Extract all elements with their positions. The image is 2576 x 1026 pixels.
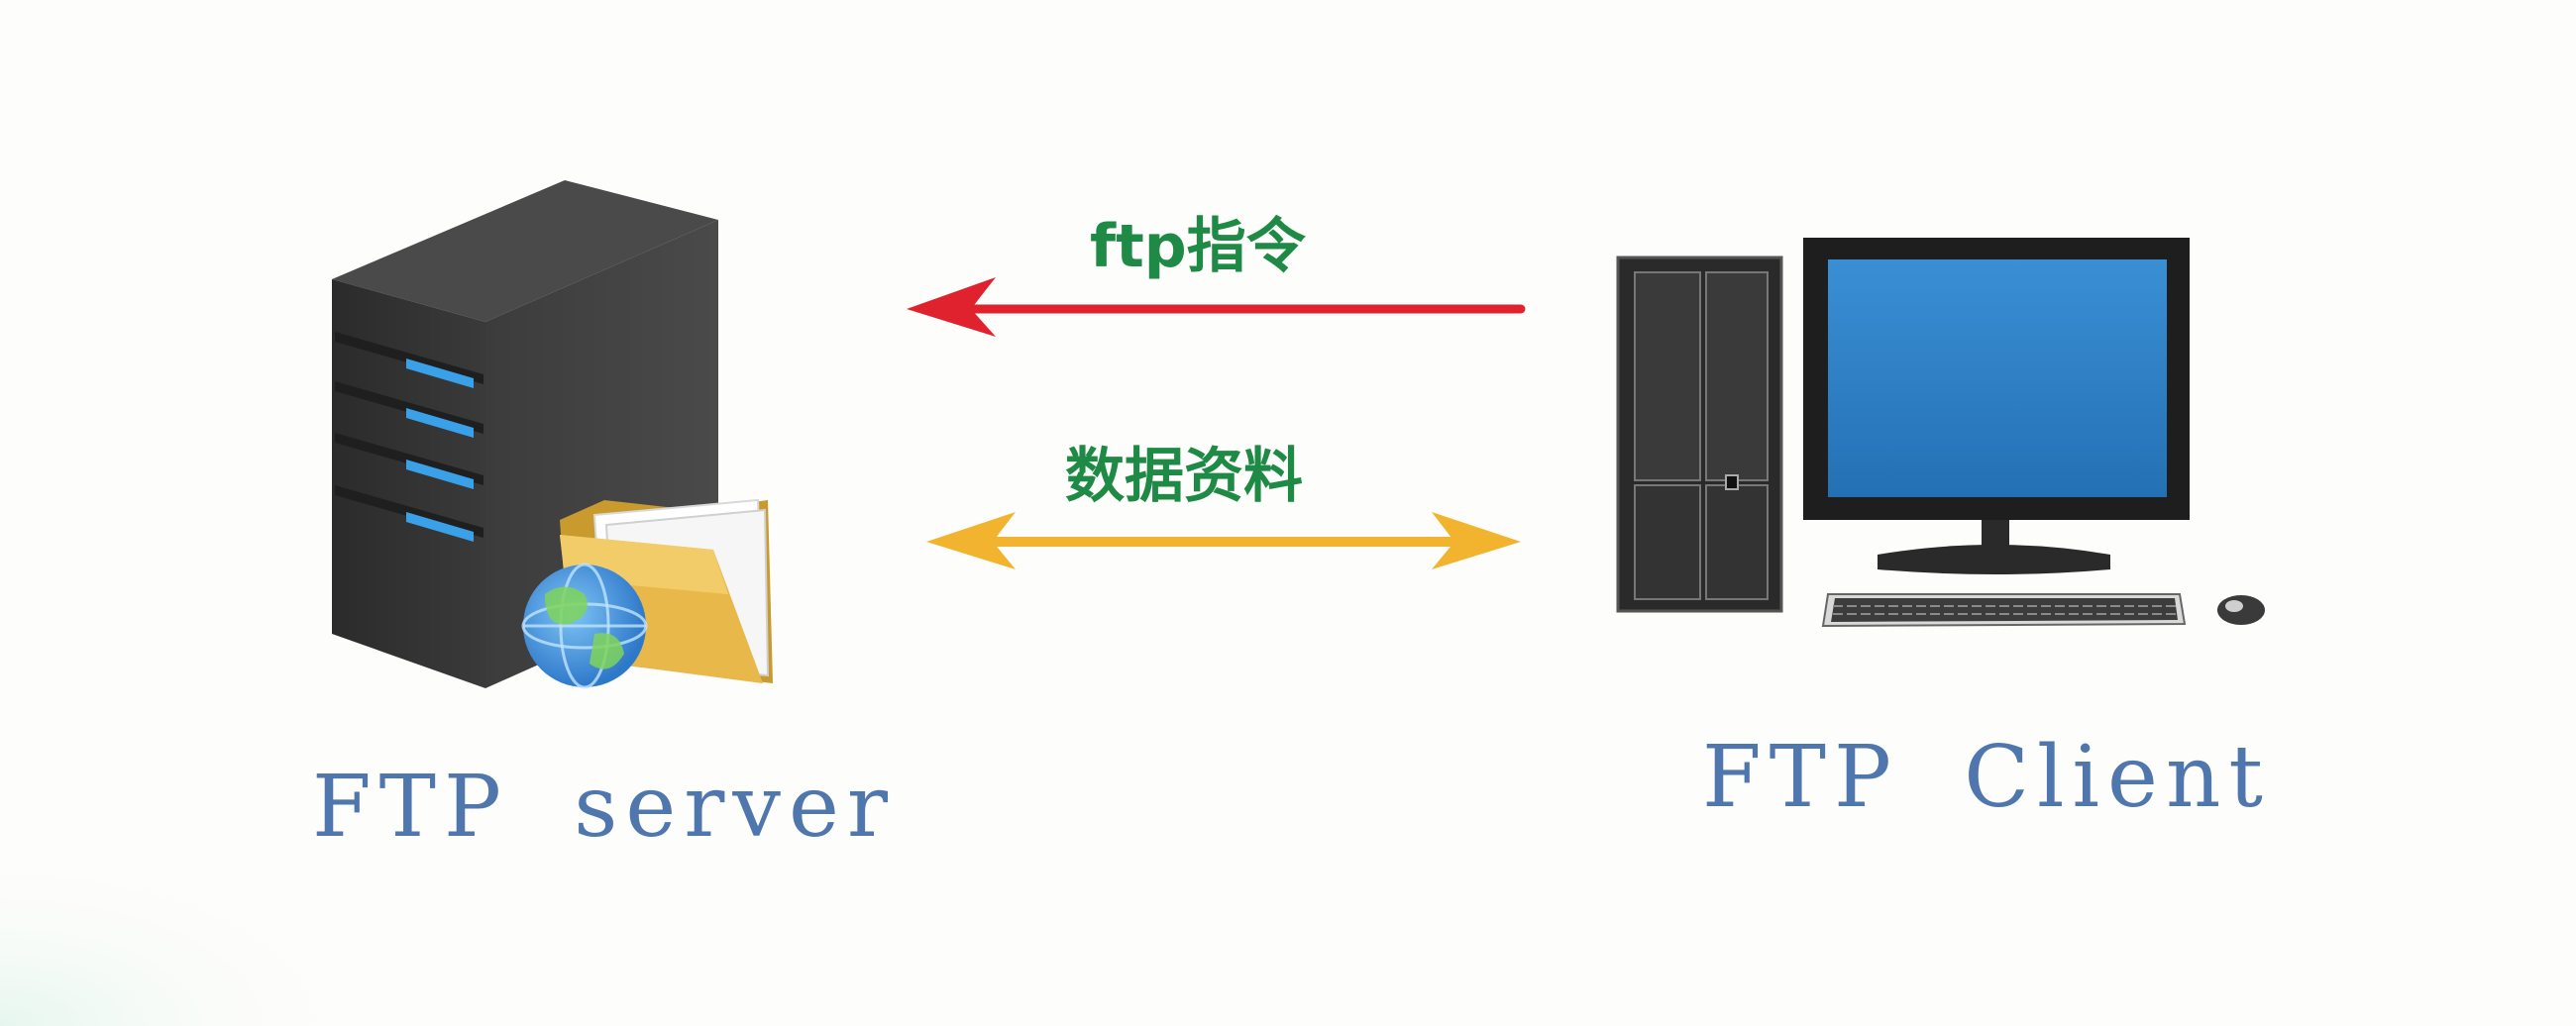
data-transfer-arrow (926, 512, 1521, 569)
server-drive-bays (335, 332, 483, 542)
desktop-computer-icon (1616, 238, 2265, 628)
monitor-icon (1803, 238, 2190, 574)
server-label: FTP server (312, 758, 896, 857)
client-label: FTP Client (1702, 728, 2271, 827)
keyboard-icon (1821, 593, 2187, 628)
mouse-icon (2217, 595, 2265, 625)
ftp-command-label: ftp指令 (1090, 212, 1306, 281)
globe-icon (521, 563, 648, 689)
ftp-command-arrow (907, 277, 1526, 337)
server-tower-icon (332, 180, 718, 688)
data-transfer-label: 数据资料 (1065, 442, 1303, 511)
pc-tower-icon (1616, 256, 1783, 613)
